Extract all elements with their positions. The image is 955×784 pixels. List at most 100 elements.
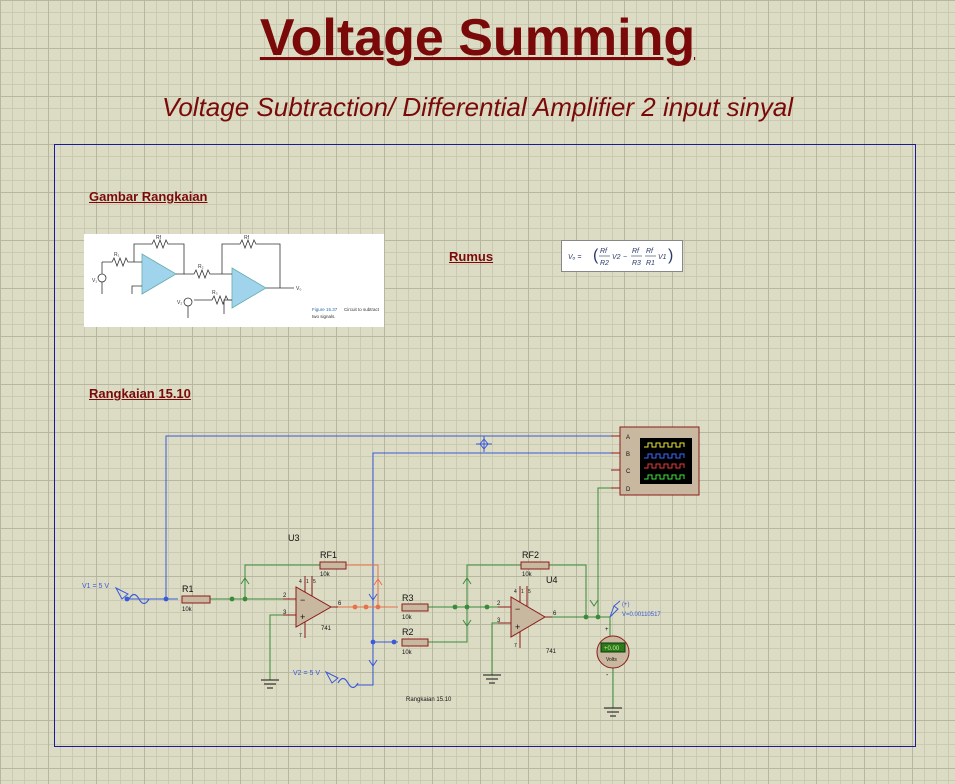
wire-v1-to-scope-a [165,435,611,599]
voltmeter-minus: - [606,672,609,679]
section-rumus: Rumus [449,249,494,264]
svg-text:(: ( [593,247,599,264]
svg-text:−: − [623,254,627,261]
svg-text:+: + [515,622,520,632]
scope-channel-c: C [626,469,631,475]
wire-rf1-feedback [346,564,379,607]
formula-t2d: R3 [632,260,641,267]
source-v1[interactable]: V1 = 5 V [82,583,150,605]
u4-pin4: 4 [514,589,517,595]
u3-pin3: 3 [283,610,287,616]
voltmeter-display: +0.00 [604,646,620,652]
r2-value: 10k [402,650,413,656]
fig-caption-number: Figure 15.37 [312,307,338,312]
fig-label-rf1: Rf [156,235,162,241]
svg-text:−: − [515,604,520,614]
fig-caption-text2: two signals. [312,314,336,319]
ground-u4 [483,674,501,684]
rf1-name: RF1 [320,550,337,560]
source-v2[interactable]: V2 = 5 V [293,670,359,689]
fig-label-rf2: Rf [244,235,250,241]
voltmeter-unit: Volts [606,657,617,663]
fig-label-r1: R₁ [114,252,120,258]
formula-v1: V1 [658,254,667,261]
u4-part: 741 [546,649,557,655]
scope-channel-a: A [626,435,630,441]
resistor-rf2[interactable]: RF2 10k [520,550,550,578]
resistor-r1[interactable]: R1 10k [181,584,211,613]
scope-channel-b: B [626,452,630,458]
formula-t2n: Rf [632,248,640,255]
ground-meter [604,707,622,717]
voltmeter[interactable]: +0.00 Volts + - [596,627,630,679]
u3-pin2: 2 [283,593,287,599]
section-gambar-rangkaian: Gambar Rangkaian [89,189,208,204]
wire-u3-feedback [244,564,320,599]
formula-t1n: Rf [600,248,608,255]
formula-v2: V2 [612,254,621,261]
voltmeter-plus: + [605,627,609,633]
svg-text:−: − [300,595,305,605]
wire-u3-ground [269,614,283,680]
formula-vo: Vₒ = [568,254,581,261]
scope-channel-d: D [626,487,631,493]
fig-caption-text: Circuit to subtract [344,307,380,312]
crosshair-marker [476,436,492,452]
u3-pin4: 4 [299,579,302,585]
u4-pin1: 1 [521,589,524,595]
resistor-r2[interactable]: R2 10k [401,627,429,656]
u3-pin5: 5 [313,579,316,585]
u3-part: 741 [321,626,332,632]
formula-image: Vₒ = ( Rf R2 V2 − Rf R3 Rf R1 V1 ) [561,240,683,272]
section-rangkaian: Rangkaian 15.10 [89,386,191,401]
u4-pin7: 7 [514,643,517,649]
wire-u4-feedback [466,564,521,607]
circuit-caption: Rangkaian 15.10 [406,697,452,703]
u4-pin2: 2 [497,601,501,607]
u4-pin5: 5 [528,589,531,595]
r2-name: R2 [402,627,414,637]
oscilloscope[interactable]: A B C D [611,426,700,496]
u4-pin6: 6 [553,611,557,617]
wire-v2-to-scope-b [372,452,611,640]
voltage-probe[interactable]: (+) V=0.00110517 [609,600,661,618]
u3-pin7: 7 [299,633,302,639]
formula-t3n: Rf [646,248,654,255]
u3-pin6: 6 [338,601,342,607]
source-v1-label: V1 = 5 V [82,583,109,590]
fig-label-v2: V₂ [177,300,182,306]
sheet-border [54,144,916,747]
fig-label-v1: V₁ [92,278,97,284]
fig-label-r2: R₂ [198,264,204,270]
wire-out-to-scope-d [597,487,611,617]
ground-u3 [261,679,279,689]
u4-pin3: 3 [497,618,501,624]
source-v2-label: V2 = 5 V [293,670,320,677]
fig-label-vo: V₀ [296,286,301,292]
svg-text:): ) [668,247,673,264]
u4-name: U4 [546,575,558,585]
wire-r2-join [428,607,468,643]
reference-circuit-image: R₁ Rf R₂ Rf R₃ V₁ V₂ V₀ Figure 15.37 Cir… [84,234,384,327]
probe-value: V=0.00110517 [622,612,661,618]
page-subtitle: Voltage Subtraction/ Differential Amplif… [161,92,794,122]
r1-value: 10k [182,607,193,613]
r3-value: 10k [402,615,413,621]
svg-text:+: + [300,612,305,622]
opamp-u4[interactable]: − + U4 741 2 3 6 4 1 5 7 [497,575,558,655]
probe-plus: (+) [622,602,630,608]
rf2-name: RF2 [522,550,539,560]
r3-name: R3 [402,593,414,603]
formula-t1d: R2 [600,260,609,267]
wire-u4-ground [491,622,498,675]
r1-name: R1 [182,584,194,594]
wire-rf2-out [549,564,587,617]
u3-pin1: 1 [306,579,309,585]
wire-v2-source [356,640,374,686]
opamp-u3[interactable]: − + U3 741 2 3 6 4 1 5 7 [283,533,342,639]
rf2-value: 10k [522,572,533,578]
fig-label-r3: R₃ [212,290,218,296]
resistor-r3[interactable]: R3 10k [401,593,429,621]
resistor-rf1[interactable]: RF1 10k [319,550,347,578]
